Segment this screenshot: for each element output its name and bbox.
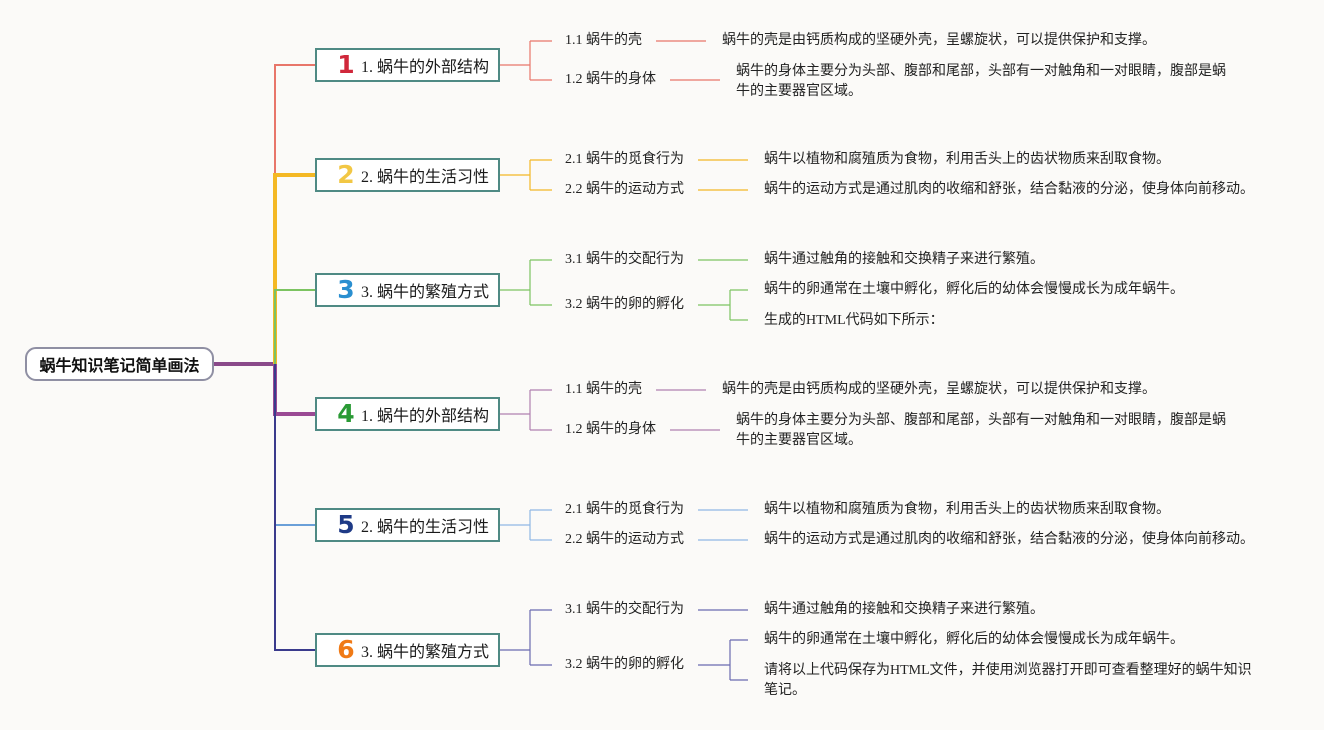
leaf-node[interactable]: 1.2 蜗牛的身体 xyxy=(565,422,656,437)
number-1-icon: 1 xyxy=(337,50,355,79)
branch-node-1[interactable]: 1 1. 蜗牛的外部结构 xyxy=(315,48,500,82)
detail-text: 请将以上代码保存为HTML文件，并使用浏览器打开即可查看整理好的蜗牛知识笔记。 xyxy=(764,663,1252,698)
branch-label: 3. 蜗牛的繁殖方式 xyxy=(361,284,490,301)
detail-text: 蜗牛的卵通常在土壤中孵化，孵化后的幼体会慢慢成长为成年蜗牛。 xyxy=(764,282,1184,297)
detail-text: 蜗牛通过触角的接触和交换精子来进行繁殖。 xyxy=(764,252,1044,267)
branch-node-6[interactable]: 6 3. 蜗牛的繁殖方式 xyxy=(315,633,500,667)
branch-node-3[interactable]: 3 3. 蜗牛的繁殖方式 xyxy=(315,273,500,307)
detail-text: 蜗牛以植物和腐殖质为食物，利用舌头上的齿状物质来刮取食物。 xyxy=(764,152,1170,167)
detail-text: 蜗牛以植物和腐殖质为食物，利用舌头上的齿状物质来刮取食物。 xyxy=(764,502,1170,517)
b5-fork xyxy=(500,509,552,541)
leaf-node[interactable]: 1.1 蜗牛的壳 xyxy=(565,382,642,397)
b6-leaf2-line xyxy=(698,639,748,681)
root-node[interactable]: 蜗牛知识笔记简单画法 xyxy=(25,347,214,381)
spine-5 xyxy=(274,364,315,526)
leaf-node[interactable]: 2.2 蜗牛的运动方式 xyxy=(565,532,684,547)
leaf-node[interactable]: 1.1 蜗牛的壳 xyxy=(565,33,642,48)
branch-label: 2. 蜗牛的生活习性 xyxy=(361,169,490,186)
leaf-node[interactable]: 2.1 蜗牛的觅食行为 xyxy=(565,152,684,167)
detail-text: 生成的HTML代码如下所示： xyxy=(764,313,944,328)
spine-3 xyxy=(274,289,315,364)
detail-text: 蜗牛的运动方式是通过肌肉的收缩和舒张，结合黏液的分泌，使身体向前移动。 xyxy=(764,182,1254,197)
b3-leaf2-line xyxy=(698,289,748,321)
detail-text: 蜗牛的卵通常在土壤中孵化，孵化后的幼体会慢慢成长为成年蜗牛。 xyxy=(764,632,1184,647)
leaf-node[interactable]: 2.1 蜗牛的觅食行为 xyxy=(565,502,684,517)
leaf-node[interactable]: 3.2 蜗牛的卵的孵化 xyxy=(565,657,684,672)
detail-text: 蜗牛的壳是由钙质构成的坚硬外壳，呈螺旋状，可以提供保护和支撑。 xyxy=(722,33,1156,48)
branch-label: 2. 蜗牛的生活习性 xyxy=(361,519,490,536)
branch-node-4[interactable]: 4 1. 蜗牛的外部结构 xyxy=(315,397,500,431)
number-6-icon: 6 xyxy=(337,635,355,664)
spine-1 xyxy=(274,64,315,364)
branch-label: 1. 蜗牛的外部结构 xyxy=(361,408,490,425)
detail-text: 蜗牛的身体主要分为头部、腹部和尾部，头部有一对触角和一对眼睛，腹部是蜗牛的主要器… xyxy=(736,64,1226,99)
b6-fork xyxy=(500,609,552,666)
b3-fork xyxy=(500,259,552,306)
spine-4 xyxy=(273,364,315,416)
b2-fork xyxy=(500,159,552,191)
number-5-icon: 5 xyxy=(337,510,355,539)
leaf-node[interactable]: 2.2 蜗牛的运动方式 xyxy=(565,182,684,197)
branch-node-2[interactable]: 2 2. 蜗牛的生活习性 xyxy=(315,158,500,192)
number-4-icon: 4 xyxy=(337,399,355,428)
branch-label: 3. 蜗牛的繁殖方式 xyxy=(361,644,490,661)
b1-fork xyxy=(500,40,552,81)
leaf-node[interactable]: 3.2 蜗牛的卵的孵化 xyxy=(565,297,684,312)
spine-2 xyxy=(273,173,315,364)
leaf-node[interactable]: 3.1 蜗牛的交配行为 xyxy=(565,252,684,267)
spine-6 xyxy=(274,364,315,651)
branch-node-5[interactable]: 5 2. 蜗牛的生活习性 xyxy=(315,508,500,542)
branch-label: 1. 蜗牛的外部结构 xyxy=(361,59,490,76)
number-2-icon: 2 xyxy=(337,160,355,189)
root-label: 蜗牛知识笔记简单画法 xyxy=(39,358,200,375)
leaf-node[interactable]: 3.1 蜗牛的交配行为 xyxy=(565,602,684,617)
detail-text: 蜗牛的运动方式是通过肌肉的收缩和舒张，结合黏液的分泌，使身体向前移动。 xyxy=(764,532,1254,547)
number-3-icon: 3 xyxy=(337,275,355,304)
detail-text: 蜗牛的壳是由钙质构成的坚硬外壳，呈螺旋状，可以提供保护和支撑。 xyxy=(722,382,1156,397)
b4-fork xyxy=(500,389,552,431)
leaf-node[interactable]: 1.2 蜗牛的身体 xyxy=(565,72,656,87)
detail-text: 蜗牛通过触角的接触和交换精子来进行繁殖。 xyxy=(764,602,1044,617)
detail-text: 蜗牛的身体主要分为头部、腹部和尾部，头部有一对触角和一对眼睛，腹部是蜗牛的主要器… xyxy=(736,413,1226,448)
